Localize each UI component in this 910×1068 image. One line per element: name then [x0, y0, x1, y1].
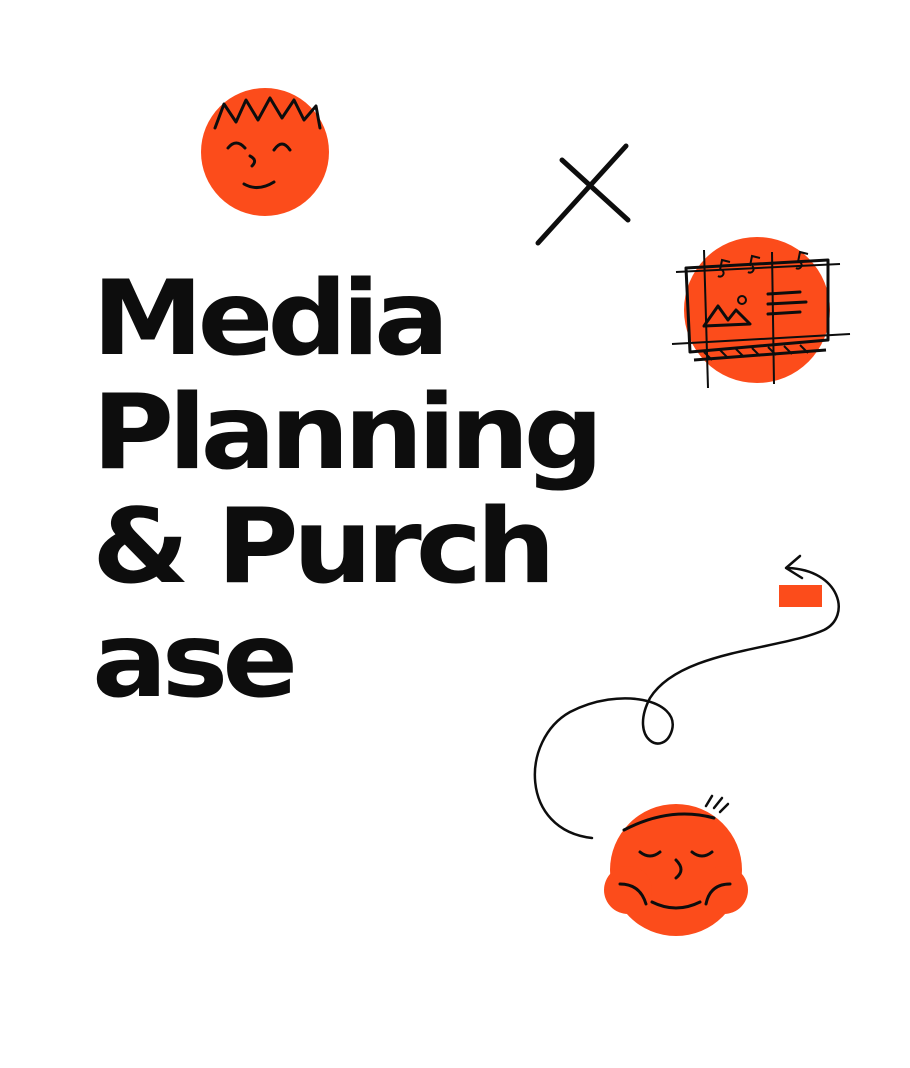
media-film-icon [671, 237, 851, 389]
headline-line-2: Planning [92, 373, 604, 493]
headline-line-4: ase [92, 601, 298, 722]
curly-arrow-icon [533, 554, 840, 840]
headline: Media Planning & Purch ase [92, 259, 604, 722]
hyphen-dash [779, 585, 822, 607]
headline-line-3: & Purch [92, 487, 556, 607]
smiling-face-icon [201, 88, 329, 216]
headline-line-1: Media [92, 259, 450, 379]
sleeping-face-icon [604, 794, 748, 936]
x-mark-icon [535, 143, 631, 246]
